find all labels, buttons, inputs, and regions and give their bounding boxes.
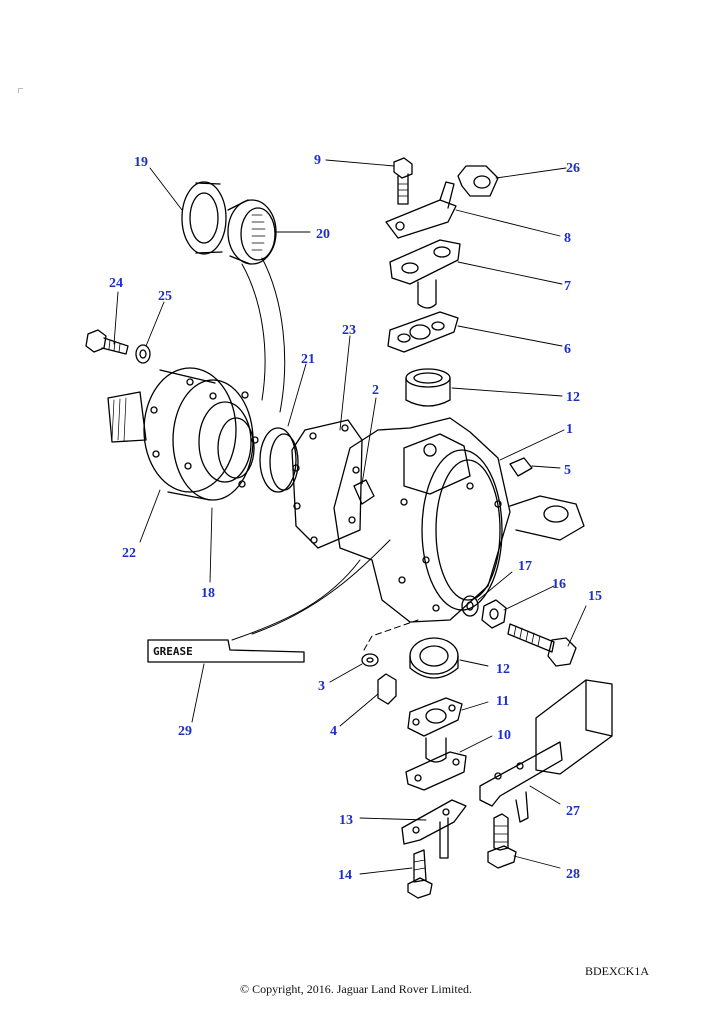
grease-label-tag <box>147 639 305 663</box>
callout-6: 6 <box>564 342 571 357</box>
bracket-plate-part <box>385 181 457 239</box>
callout-8: 8 <box>564 231 571 246</box>
callout-14: 14 <box>338 868 352 883</box>
washer-3-part <box>361 653 379 667</box>
grease-label: GREASE <box>153 645 193 658</box>
leader-lines <box>113 159 587 875</box>
callout-22: 22 <box>122 546 136 561</box>
small-bolt-part <box>407 849 433 899</box>
callout-13: 13 <box>339 813 353 828</box>
illustration-reference-code: BDEXCK1A <box>585 964 650 978</box>
callout-1: 1 <box>566 422 573 437</box>
callout-10: 10 <box>497 728 511 743</box>
swivel-pin-upper-part <box>389 239 461 309</box>
callout-4: 4 <box>330 724 337 739</box>
callout-28: 28 <box>566 867 580 882</box>
stop-bolt-part <box>507 623 577 667</box>
lower-bearing-part <box>409 637 459 679</box>
small-bracket-part <box>401 799 467 859</box>
screw-part <box>509 457 533 477</box>
callout-11: 11 <box>496 694 509 709</box>
swivel-housing-part <box>333 417 585 623</box>
upper-bush-part <box>405 368 451 407</box>
callout-24: 24 <box>109 276 123 291</box>
callout-29: 29 <box>178 724 192 739</box>
callout-16: 16 <box>552 577 566 592</box>
callout-12-lower: 12 <box>496 662 510 677</box>
callout-18: 18 <box>201 586 215 601</box>
copyright-notice: © Copyright, 2016. Jaguar Land Rover Lim… <box>239 982 473 996</box>
callout-21: 21 <box>301 352 315 367</box>
callout-5: 5 <box>564 463 571 478</box>
callout-numbers: 19 20 24 25 21 23 22 18 2 9 26 8 7 6 12 … <box>109 153 602 883</box>
washer-17-part <box>461 595 479 617</box>
crop-mark <box>18 88 23 93</box>
plug-part <box>353 479 375 505</box>
callout-23: 23 <box>342 323 356 338</box>
callout-7: 7 <box>564 279 571 294</box>
hub-flange-part <box>107 367 259 501</box>
bearing-cup-part <box>181 181 227 255</box>
swivel-pin-lower-part <box>405 737 467 791</box>
clip-part <box>457 165 499 197</box>
callout-17: 17 <box>518 559 532 574</box>
lever-bolt-part <box>487 813 517 869</box>
gasket-part <box>291 419 363 549</box>
steering-lever-part <box>479 679 613 823</box>
callout-15: 15 <box>588 589 602 604</box>
callout-3: 3 <box>318 679 325 694</box>
oil-seal-part <box>259 427 299 493</box>
callout-12-upper: 12 <box>566 390 580 405</box>
callout-20: 20 <box>316 227 330 242</box>
callout-26: 26 <box>566 161 580 176</box>
callout-27: 27 <box>566 804 580 819</box>
lower-shim-part <box>407 697 463 737</box>
roller-bearing-part <box>227 199 277 265</box>
callout-9: 9 <box>314 153 321 168</box>
washer-part <box>135 344 151 364</box>
plug-4-part <box>377 673 397 705</box>
bolt-part <box>85 329 129 355</box>
callout-19: 19 <box>134 155 148 170</box>
nut-part <box>481 599 507 629</box>
callout-2: 2 <box>372 383 379 398</box>
callout-25: 25 <box>158 289 172 304</box>
top-bolt-part <box>393 157 413 205</box>
shim-part <box>387 311 459 353</box>
